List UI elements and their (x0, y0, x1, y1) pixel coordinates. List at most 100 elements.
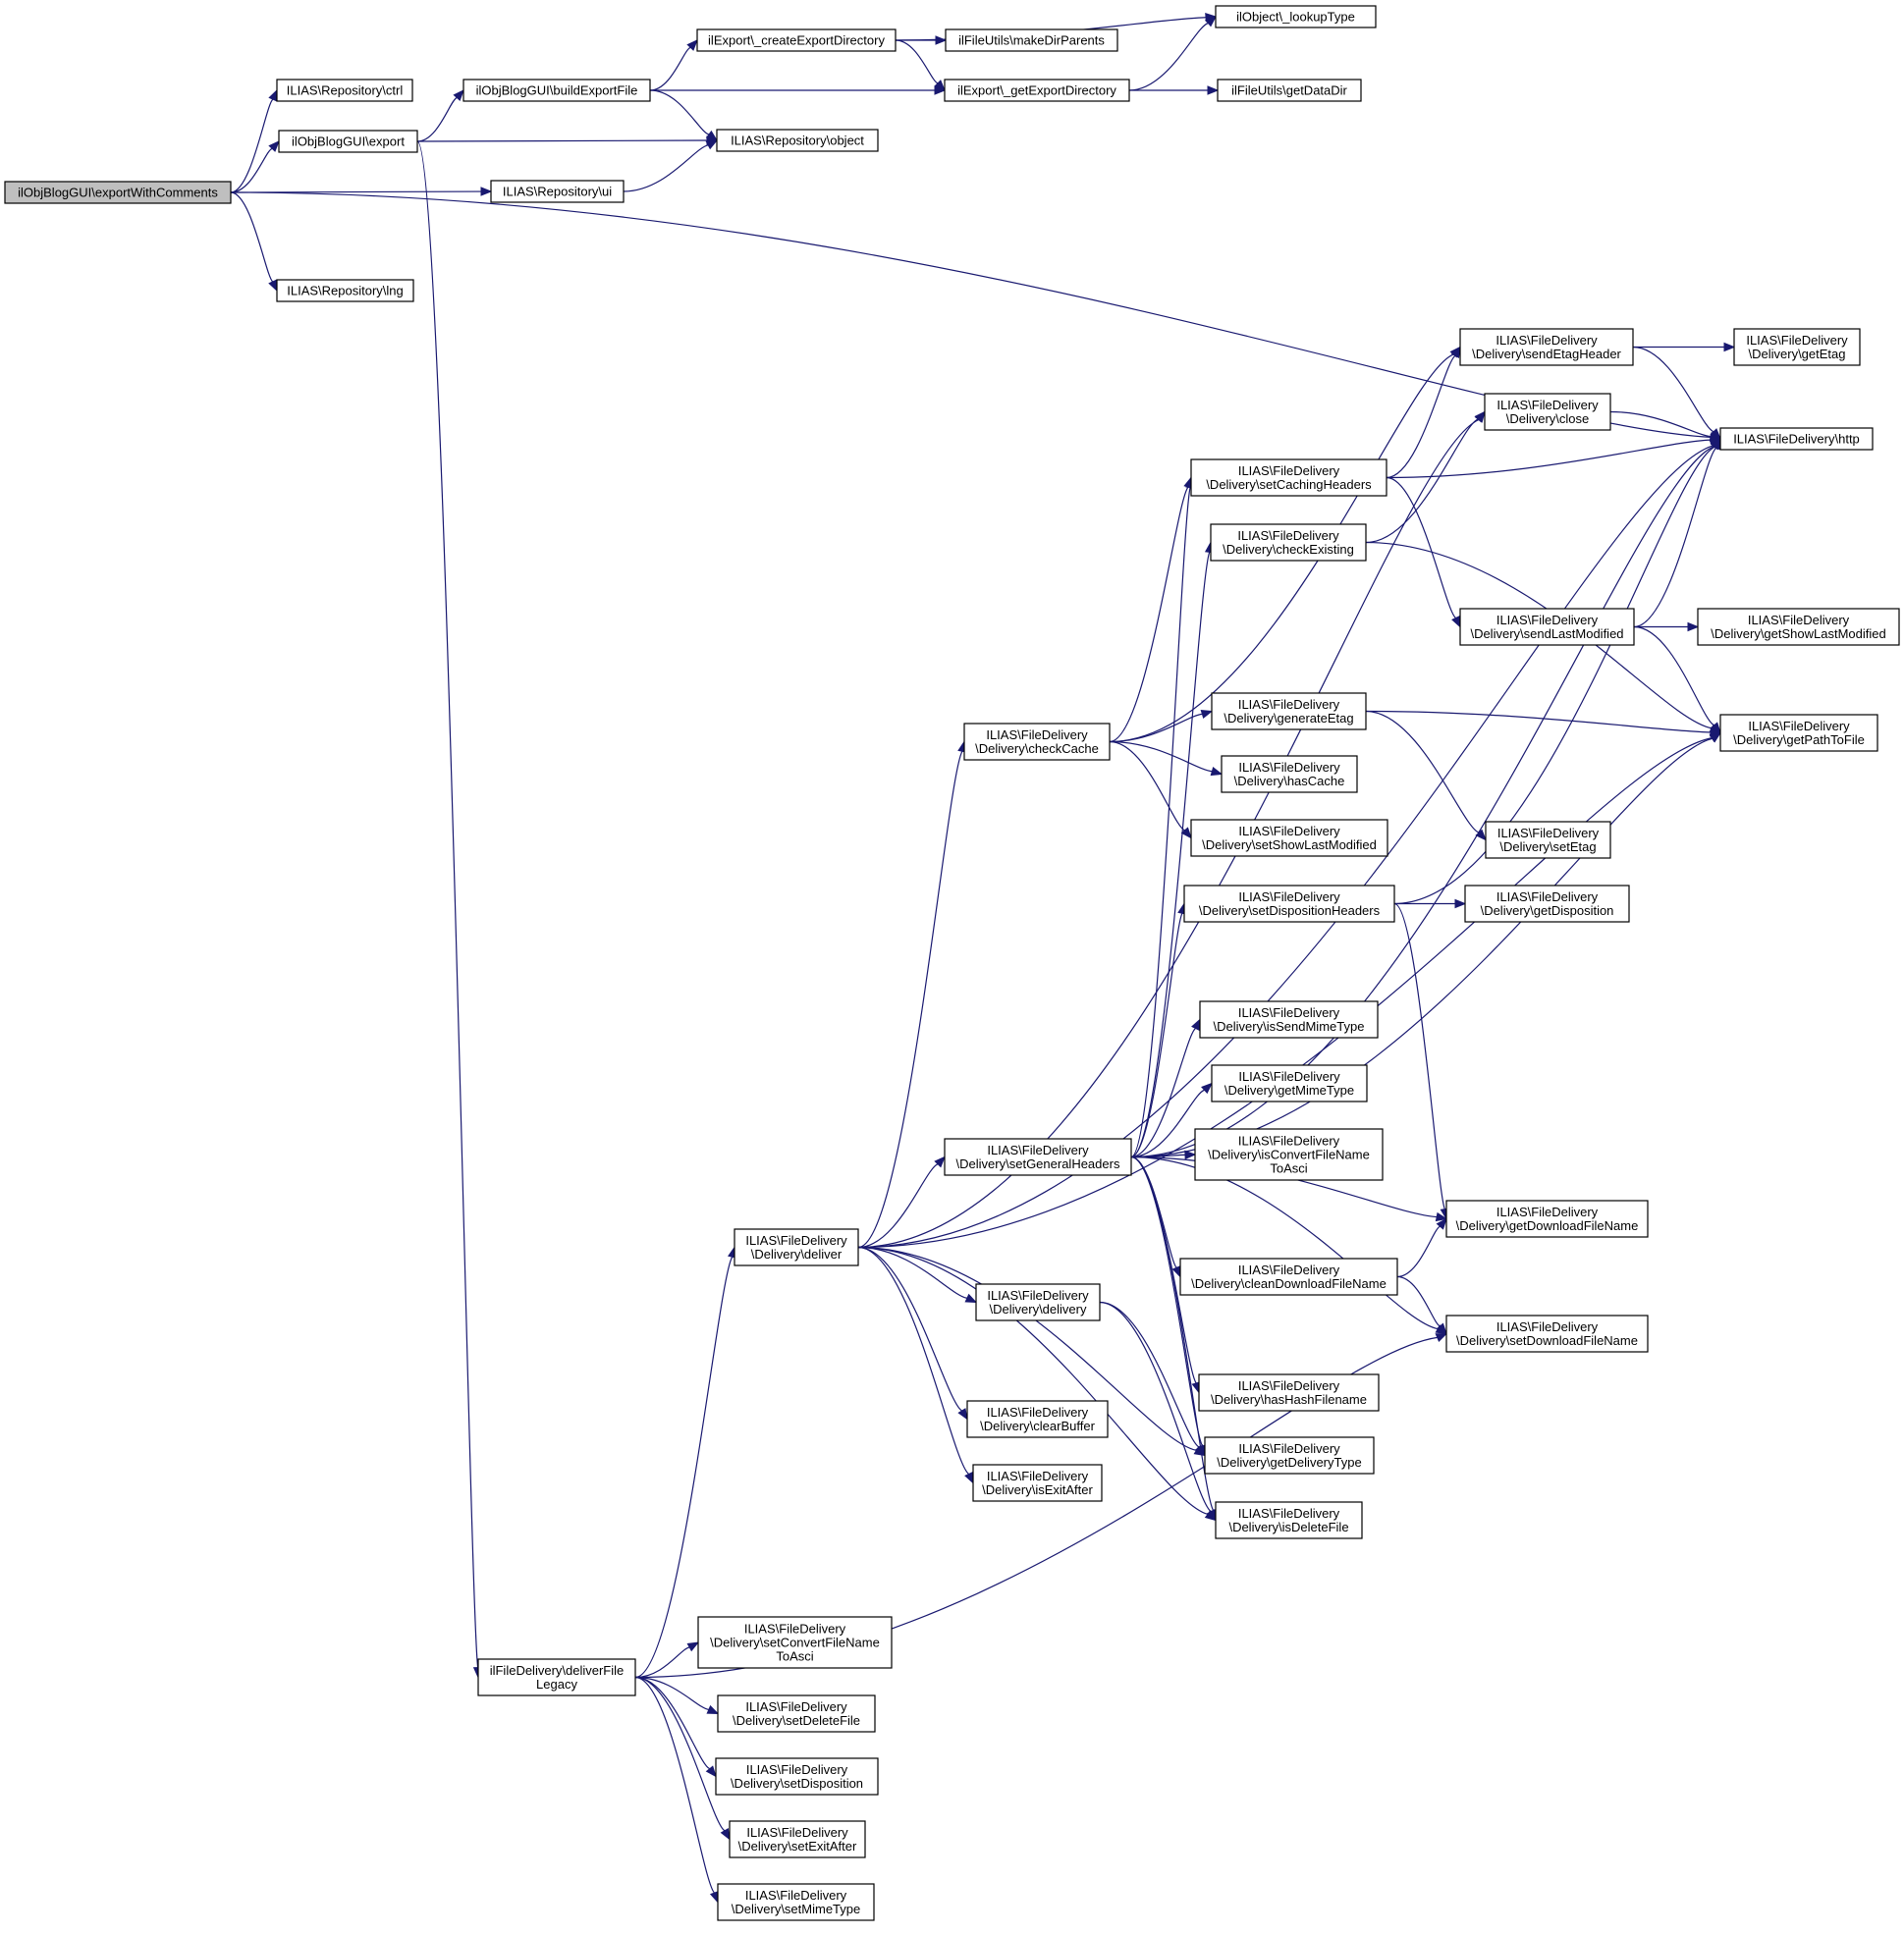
node-cleanDownloadFileName[interactable]: ILIAS\FileDelivery\Delivery\cleanDownloa… (1179, 1258, 1398, 1296)
node-getEtag[interactable]: ILIAS\FileDelivery\Delivery\getEtag (1733, 328, 1861, 366)
node-label: \Delivery\getDisposition (1481, 903, 1614, 918)
node-box (717, 1694, 876, 1733)
arrowhead-icon (705, 139, 719, 150)
node-label: \Delivery\setEtag (1499, 839, 1596, 854)
node-setDispositionHeaders[interactable]: ILIAS\FileDelivery\Delivery\setDispositi… (1183, 885, 1395, 923)
arrowhead-icon (686, 1641, 700, 1652)
node-setMimeType[interactable]: ILIAS\FileDelivery\Delivery\setMimeType (717, 1883, 875, 1921)
node-label: ILIAS\FileDelivery (1496, 398, 1599, 412)
node-label: ILIAS\FileDelivery (1238, 889, 1340, 904)
node-label: ILIAS\FileDelivery (1746, 333, 1848, 348)
edge-setGeneralHeaders-to-cleanDownloadFileName (1130, 1156, 1181, 1278)
node-label: ILIAS\FileDelivery (1238, 1134, 1340, 1149)
node-root[interactable]: ilObjBlogGUI\exportWithComments (4, 181, 232, 204)
node-lng[interactable]: ILIAS\Repository\lng (276, 279, 414, 302)
node-export[interactable]: ilObjBlogGUI\export (278, 130, 418, 153)
node-ui[interactable]: ILIAS\Repository\ui (490, 180, 625, 203)
node-clearBuffer[interactable]: ILIAS\FileDelivery\Delivery\clearBuffer (966, 1400, 1109, 1438)
node-box (944, 79, 1130, 102)
node-isConvertFileNameToAsci[interactable]: ILIAS\FileDelivery\Delivery\isConvertFil… (1194, 1128, 1384, 1181)
edge-root-to-ui (230, 187, 493, 196)
node-getExportDirectory[interactable]: ilExport\_getExportDirectory (944, 79, 1130, 102)
node-setExitAfter[interactable]: ILIAS\FileDelivery\Delivery\setExitAfter (729, 1820, 866, 1858)
node-getPathToFile[interactable]: ILIAS\FileDelivery\Delivery\getPathToFil… (1719, 714, 1878, 752)
node-checkCache[interactable]: ILIAS\FileDelivery\Delivery\checkCache (963, 723, 1111, 761)
node-delivery[interactable]: ILIAS\FileDelivery\Delivery\delivery (975, 1283, 1101, 1321)
node-setShowLastModified[interactable]: ILIAS\FileDelivery\Delivery\setShowLastM… (1190, 819, 1388, 857)
node-label: ILIAS\FileDelivery (1748, 719, 1850, 733)
edge-line (1393, 902, 1445, 1209)
node-setDisposition[interactable]: ILIAS\FileDelivery\Delivery\setDispositi… (715, 1757, 879, 1796)
node-getDisposition[interactable]: ILIAS\FileDelivery\Delivery\getDispositi… (1464, 885, 1630, 923)
edge-line (623, 144, 709, 192)
node-label: \Delivery\getDeliveryType (1217, 1455, 1361, 1470)
node-createExportDirectory[interactable]: ilExport\_createExportDirectory (696, 28, 897, 52)
node-label: \Delivery\delivery (990, 1302, 1087, 1317)
node-label: ILIAS\FileDelivery (1496, 1205, 1599, 1219)
node-box (1459, 608, 1635, 646)
edge-line (230, 147, 273, 193)
arrowhead-icon (453, 89, 464, 101)
edge-line (1109, 740, 1213, 773)
edge-cleanDownloadFileName-to-setDownloadFileName (1396, 1275, 1447, 1335)
edge-line (1099, 1301, 1200, 1448)
node-label: \Delivery\checkExisting (1223, 542, 1354, 557)
node-box (734, 1228, 859, 1266)
arrowhead-icon (964, 1293, 978, 1304)
node-getDeliveryType[interactable]: ILIAS\FileDelivery\Delivery\getDeliveryT… (1204, 1436, 1375, 1475)
node-sendLastModified[interactable]: ILIAS\FileDelivery\Delivery\sendLastModi… (1459, 608, 1635, 646)
arrowhead-icon (934, 80, 946, 91)
node-setDownloadFileName[interactable]: ILIAS\FileDelivery\Delivery\setDownloadF… (1445, 1315, 1649, 1353)
node-sendEtagHeader[interactable]: ILIAS\FileDelivery\Delivery\sendEtagHead… (1459, 328, 1634, 366)
edge-checkExisting-to-close (1365, 410, 1486, 544)
node-generateEtag[interactable]: ILIAS\FileDelivery\Delivery\generateEtag (1211, 692, 1367, 730)
edge-setGeneralHeaders-to-http (1130, 437, 1721, 1158)
node-checkExisting[interactable]: ILIAS\FileDelivery\Delivery\checkExistin… (1210, 523, 1367, 562)
node-setEtag[interactable]: ILIAS\FileDelivery\Delivery\setEtag (1485, 821, 1611, 859)
node-isExitAfter[interactable]: ILIAS\FileDelivery\Delivery\isExitAfter (972, 1464, 1103, 1502)
node-box (1210, 523, 1367, 562)
node-box (477, 1658, 636, 1696)
edge-line (634, 1646, 690, 1679)
edge-line (230, 191, 274, 283)
node-ctrl[interactable]: ILIAS\Repository\ctrl (276, 79, 413, 102)
node-label: ILIAS\FileDelivery (746, 1825, 848, 1840)
node-label: ilFileDelivery\deliverFile (490, 1663, 625, 1678)
edge-buildExportFile-to-getExportDirectory (650, 85, 947, 95)
node-close[interactable]: ILIAS\FileDelivery\Delivery\close (1484, 393, 1611, 431)
node-isSendMimeType[interactable]: ILIAS\FileDelivery\Delivery\isSendMimeTy… (1199, 1000, 1379, 1039)
node-setGeneralHeaders[interactable]: ILIAS\FileDelivery\Delivery\setGeneralHe… (944, 1138, 1132, 1176)
arrowhead-icon (720, 1828, 731, 1841)
node-deliver[interactable]: ILIAS\FileDelivery\Delivery\deliver (734, 1228, 859, 1266)
arrowhead-icon (1191, 1018, 1201, 1032)
node-makeDirParents[interactable]: ilFileUtils\makeDirParents (945, 28, 1118, 52)
edge-createExportDirectory-to-getExportDirectory (895, 39, 946, 91)
node-hasCache[interactable]: ILIAS\FileDelivery\Delivery\hasCache (1221, 755, 1358, 793)
node-lookupType[interactable]: ilObject\_lookupType (1215, 5, 1377, 28)
edge-checkCache-to-generateEtag (1109, 709, 1214, 743)
node-isDeleteFile[interactable]: ILIAS\FileDelivery\Delivery\isDeleteFile (1215, 1501, 1363, 1539)
node-getDataDir[interactable]: ilFileUtils\getDataDir (1217, 79, 1362, 102)
edge-line (857, 1246, 1209, 1516)
node-setDeleteFile[interactable]: ILIAS\FileDelivery\Delivery\setDeleteFil… (717, 1694, 876, 1733)
edge-line (1130, 1156, 1204, 1447)
node-getDownloadFileName[interactable]: ILIAS\FileDelivery\Delivery\getDownloadF… (1445, 1200, 1649, 1238)
arrowhead-icon (1451, 615, 1461, 628)
node-label: ILIAS\FileDelivery (1238, 824, 1340, 838)
node-hasHashFilename[interactable]: ILIAS\FileDelivery\Delivery\hasHashFilen… (1198, 1373, 1380, 1412)
node-object[interactable]: ILIAS\Repository\object (716, 129, 879, 152)
node-label: ToAsci (1270, 1161, 1307, 1176)
node-setCachingHeaders[interactable]: ILIAS\FileDelivery\Delivery\setCachingHe… (1190, 458, 1387, 497)
node-label: ILIAS\FileDelivery (746, 1762, 848, 1777)
node-label: ILIAS\FileDelivery (1497, 826, 1600, 840)
node-buildExportFile[interactable]: ilObjBlogGUI\buildExportFile (462, 79, 651, 102)
node-setConvertFileNameToAsci[interactable]: ILIAS\FileDelivery\Delivery\setConvertFi… (697, 1616, 893, 1669)
node-box (1445, 1200, 1649, 1238)
node-http[interactable]: ILIAS\FileDelivery\http (1719, 427, 1874, 451)
node-box (975, 1283, 1101, 1321)
edge-line (857, 445, 1714, 1249)
node-getMimeType[interactable]: ILIAS\FileDelivery\Delivery\getMimeType (1211, 1064, 1368, 1102)
edge-deliver-to-close (857, 410, 1486, 1249)
node-getShowLastModified[interactable]: ILIAS\FileDelivery\Delivery\getShowLastM… (1697, 608, 1900, 646)
